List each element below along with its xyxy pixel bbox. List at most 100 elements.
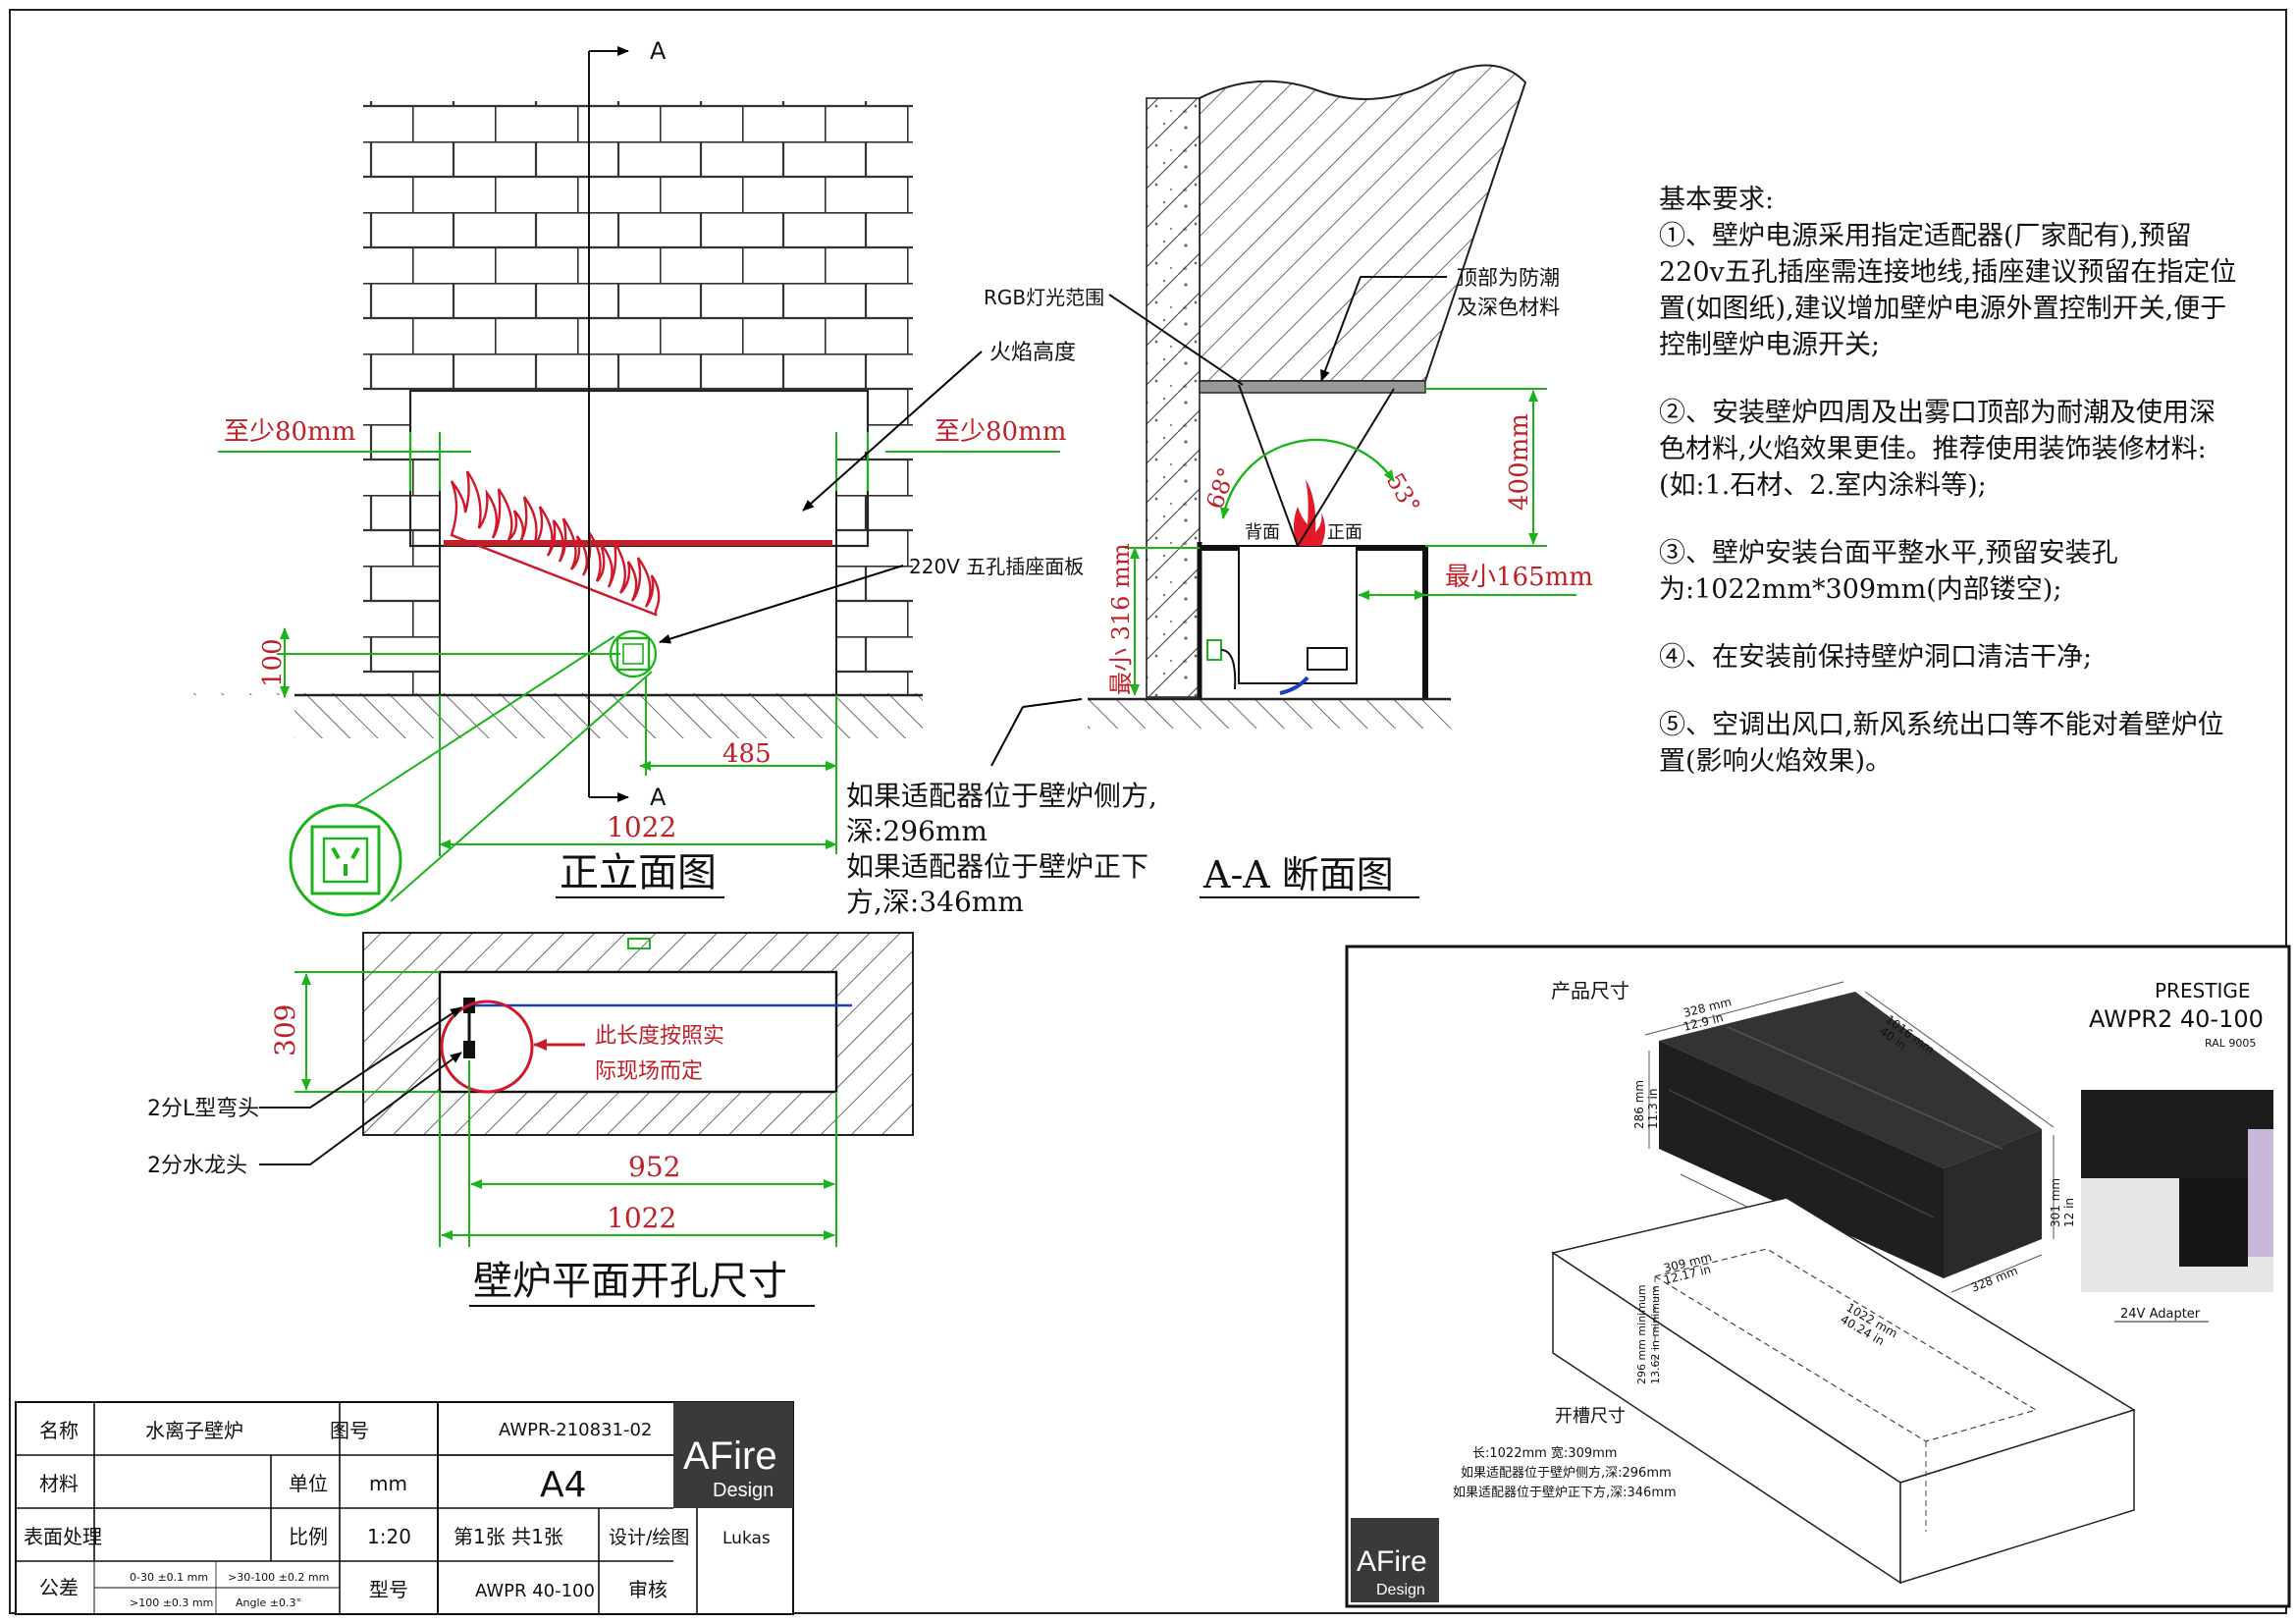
svg-text:296 mm minimum: 296 mm minimum	[1635, 1284, 1648, 1384]
surface-label: 表面处理	[24, 1525, 102, 1548]
front-label: 正面	[1327, 522, 1362, 543]
panel-logo: AFire Design	[1351, 1518, 1439, 1602]
socket-height-label: 100	[258, 638, 288, 687]
rgb-label: RGB灯光范围	[984, 286, 1104, 309]
color-code: RAL 9005	[2205, 1037, 2256, 1050]
tolerance-1: 0-30 ±0.1 mm	[130, 1571, 208, 1584]
socket-detail-zoom	[289, 803, 402, 917]
right-clearance-label: 至少80mm	[934, 417, 1066, 447]
requirement-3: ③、壁炉安装台面平整水平,预留安装孔为:1022mm*309mm(内部镂空);	[1659, 538, 2118, 605]
front-view-title: 正立面图	[560, 850, 717, 895]
wall-section	[1146, 97, 1201, 698]
front-width-label: 1022	[607, 811, 676, 843]
plan-note-1: 此长度按照实	[595, 1024, 724, 1049]
plan-view: 此长度按照实 际现场而定 309 952 1022 2分L型弯头 2分水龙头 壁…	[147, 932, 914, 1307]
material-label: 材料	[39, 1472, 79, 1495]
svg-text:AFire: AFire	[1357, 1545, 1427, 1578]
brand-line-2: AWPR2 40-100	[2089, 1005, 2264, 1033]
brand-line-1: PRESTIGE	[2155, 979, 2251, 1002]
svg-text:深:296mm: 深:296mm	[846, 815, 988, 847]
svg-text:11.3 in: 11.3 in	[1646, 1089, 1660, 1129]
model-label: 型号	[369, 1578, 408, 1601]
front-clearance-label: 最小165mm	[1445, 563, 1593, 592]
name-label: 名称	[39, 1419, 79, 1442]
elbow-label: 2分L型弯头	[147, 1097, 259, 1121]
flame-bar	[444, 540, 832, 546]
plan-depth-label: 309	[269, 1004, 301, 1056]
svg-text:301 mm: 301 mm	[2049, 1178, 2062, 1227]
requirements: 基本要求: ①、壁炉电源采用指定适配器(厂家配有),预留220v五孔插座需连接地…	[1659, 182, 2238, 811]
name-value: 水离子壁炉	[145, 1419, 243, 1442]
top-material	[1199, 380, 1426, 394]
tolerance-3: >100 ±0.3 mm	[130, 1596, 213, 1609]
fireplace-unit	[1238, 545, 1358, 684]
drawing-no-label: 图号	[330, 1419, 369, 1442]
requirement-2: ②、安装壁炉四周及出雾口顶部为耐潮及使用深色材料,火焰效果更佳。推荐使用装饰装修…	[1659, 398, 2216, 501]
top-material-label-2: 及深色材料	[1457, 296, 1560, 319]
top-material-label-1: 顶部为防潮	[1457, 266, 1560, 290]
min-height-label: 最小 316 mm	[1107, 543, 1135, 695]
title-block-logo	[673, 1402, 793, 1508]
left-clearance-label: 至少80mm	[224, 417, 355, 447]
design-label: 设计/绘图	[609, 1527, 689, 1548]
flame-outline	[450, 470, 661, 617]
section-marker-top: A	[650, 37, 667, 65]
svg-text:Design: Design	[713, 1480, 774, 1501]
socket-offset-label: 485	[722, 739, 772, 769]
review-label: 审核	[628, 1578, 667, 1601]
section-marker-bottom: A	[650, 784, 667, 811]
svg-text:13.62 in minimum: 13.62 in minimum	[1649, 1285, 1662, 1384]
scale-value: 1:20	[367, 1525, 411, 1548]
svg-text:如果适配器位于壁炉侧方,: 如果适配器位于壁炉侧方,	[846, 780, 1157, 812]
designer: Lukas	[722, 1529, 771, 1548]
product-render	[1659, 992, 2042, 1278]
svg-text:286 mm: 286 mm	[1632, 1080, 1646, 1129]
plan-view-title: 壁炉平面开孔尺寸	[473, 1259, 787, 1304]
install-hole	[438, 970, 838, 1094]
slot-note-1: 如果适配器位于壁炉侧方,深:296mm	[1461, 1465, 1672, 1481]
top-clearance-label: 400mm	[1505, 413, 1534, 511]
product-panel: 产品尺寸 PRESTIGE AWPR2 40-100 RAL 9005 328 …	[1345, 945, 2291, 1608]
angle-back-label: 68°	[1201, 463, 1241, 513]
tolerance-label: 公差	[39, 1576, 79, 1599]
angle-front-label: 53°	[1381, 468, 1426, 518]
svg-text:方,深:346mm: 方,深:346mm	[846, 886, 1024, 918]
sheet-count: 第1张 共1张	[454, 1525, 563, 1548]
sheet-border	[9, 9, 2287, 1614]
slot-drawing: 309 mm 12.17 in 1022 mm 40.24 in 296 mm …	[1453, 1197, 2136, 1585]
scale-label: 比例	[289, 1525, 328, 1548]
adapter-photo: 24V Adapter	[2081, 1090, 2273, 1323]
tap-label: 2分水龙头	[147, 1154, 247, 1178]
requirement-4: ④、在安装前保持壁炉洞口清洁干净;	[1659, 642, 2093, 673]
front-view: A A 至少80mm 至少80mm 火焰高度 220V 五孔插座面板 100 4…	[177, 37, 1157, 918]
product-size-label: 产品尺寸	[1551, 979, 1629, 1002]
svg-text:Design: Design	[1376, 1582, 1425, 1598]
slot-size: 长:1022mm 宽:309mm	[1472, 1445, 1617, 1461]
plan-inner-length-label: 952	[628, 1151, 680, 1183]
adapter-label: 24V Adapter	[2120, 1307, 2201, 1322]
detail-circle	[440, 1000, 534, 1094]
section-view-title: A-A 断面图	[1202, 853, 1394, 896]
plan-note-2: 际现场而定	[595, 1059, 703, 1084]
svg-text:如果适配器位于壁炉正下: 如果适配器位于壁炉正下	[846, 850, 1148, 883]
slot-note-2: 如果适配器位于壁炉正下方,深:346mm	[1453, 1485, 1677, 1500]
requirements-title: 基本要求:	[1659, 185, 1775, 215]
plan-length-label: 1022	[607, 1202, 676, 1234]
requirement-5: ⑤、空调出风口,新风系统出口等不能对着壁炉位置(影响火焰效果)。	[1659, 710, 2224, 777]
drawing-no: AWPR-210831-02	[499, 1420, 652, 1440]
svg-text:AFire: AFire	[683, 1434, 777, 1478]
socket-label: 220V 五孔插座面板	[909, 555, 1084, 578]
section-view: 68° 53° 背面 正面 RGB灯光范围 顶部为防潮 及深色材料 400mm …	[984, 64, 1593, 898]
back-label: 背面	[1245, 522, 1280, 543]
svg-text:12 in: 12 in	[2062, 1198, 2076, 1227]
unit-label: 单位	[289, 1472, 328, 1495]
slot-label: 开槽尺寸	[1555, 1406, 1626, 1427]
requirement-1: ①、壁炉电源采用指定适配器(厂家配有),预留220v五孔插座需连接地线,插座建议…	[1659, 221, 2237, 360]
tolerance-2: >30-100 ±0.2 mm	[228, 1571, 329, 1584]
tolerance-4: Angle ±0.3°	[236, 1596, 301, 1609]
model-value: AWPR 40-100	[475, 1581, 595, 1601]
flame-height-label: 火焰高度	[989, 341, 1076, 365]
unit-value: mm	[369, 1472, 407, 1495]
title-block: 名称 水离子壁炉 图号 AWPR-210831-02 材料 单位 mm A4 表…	[15, 1401, 794, 1615]
